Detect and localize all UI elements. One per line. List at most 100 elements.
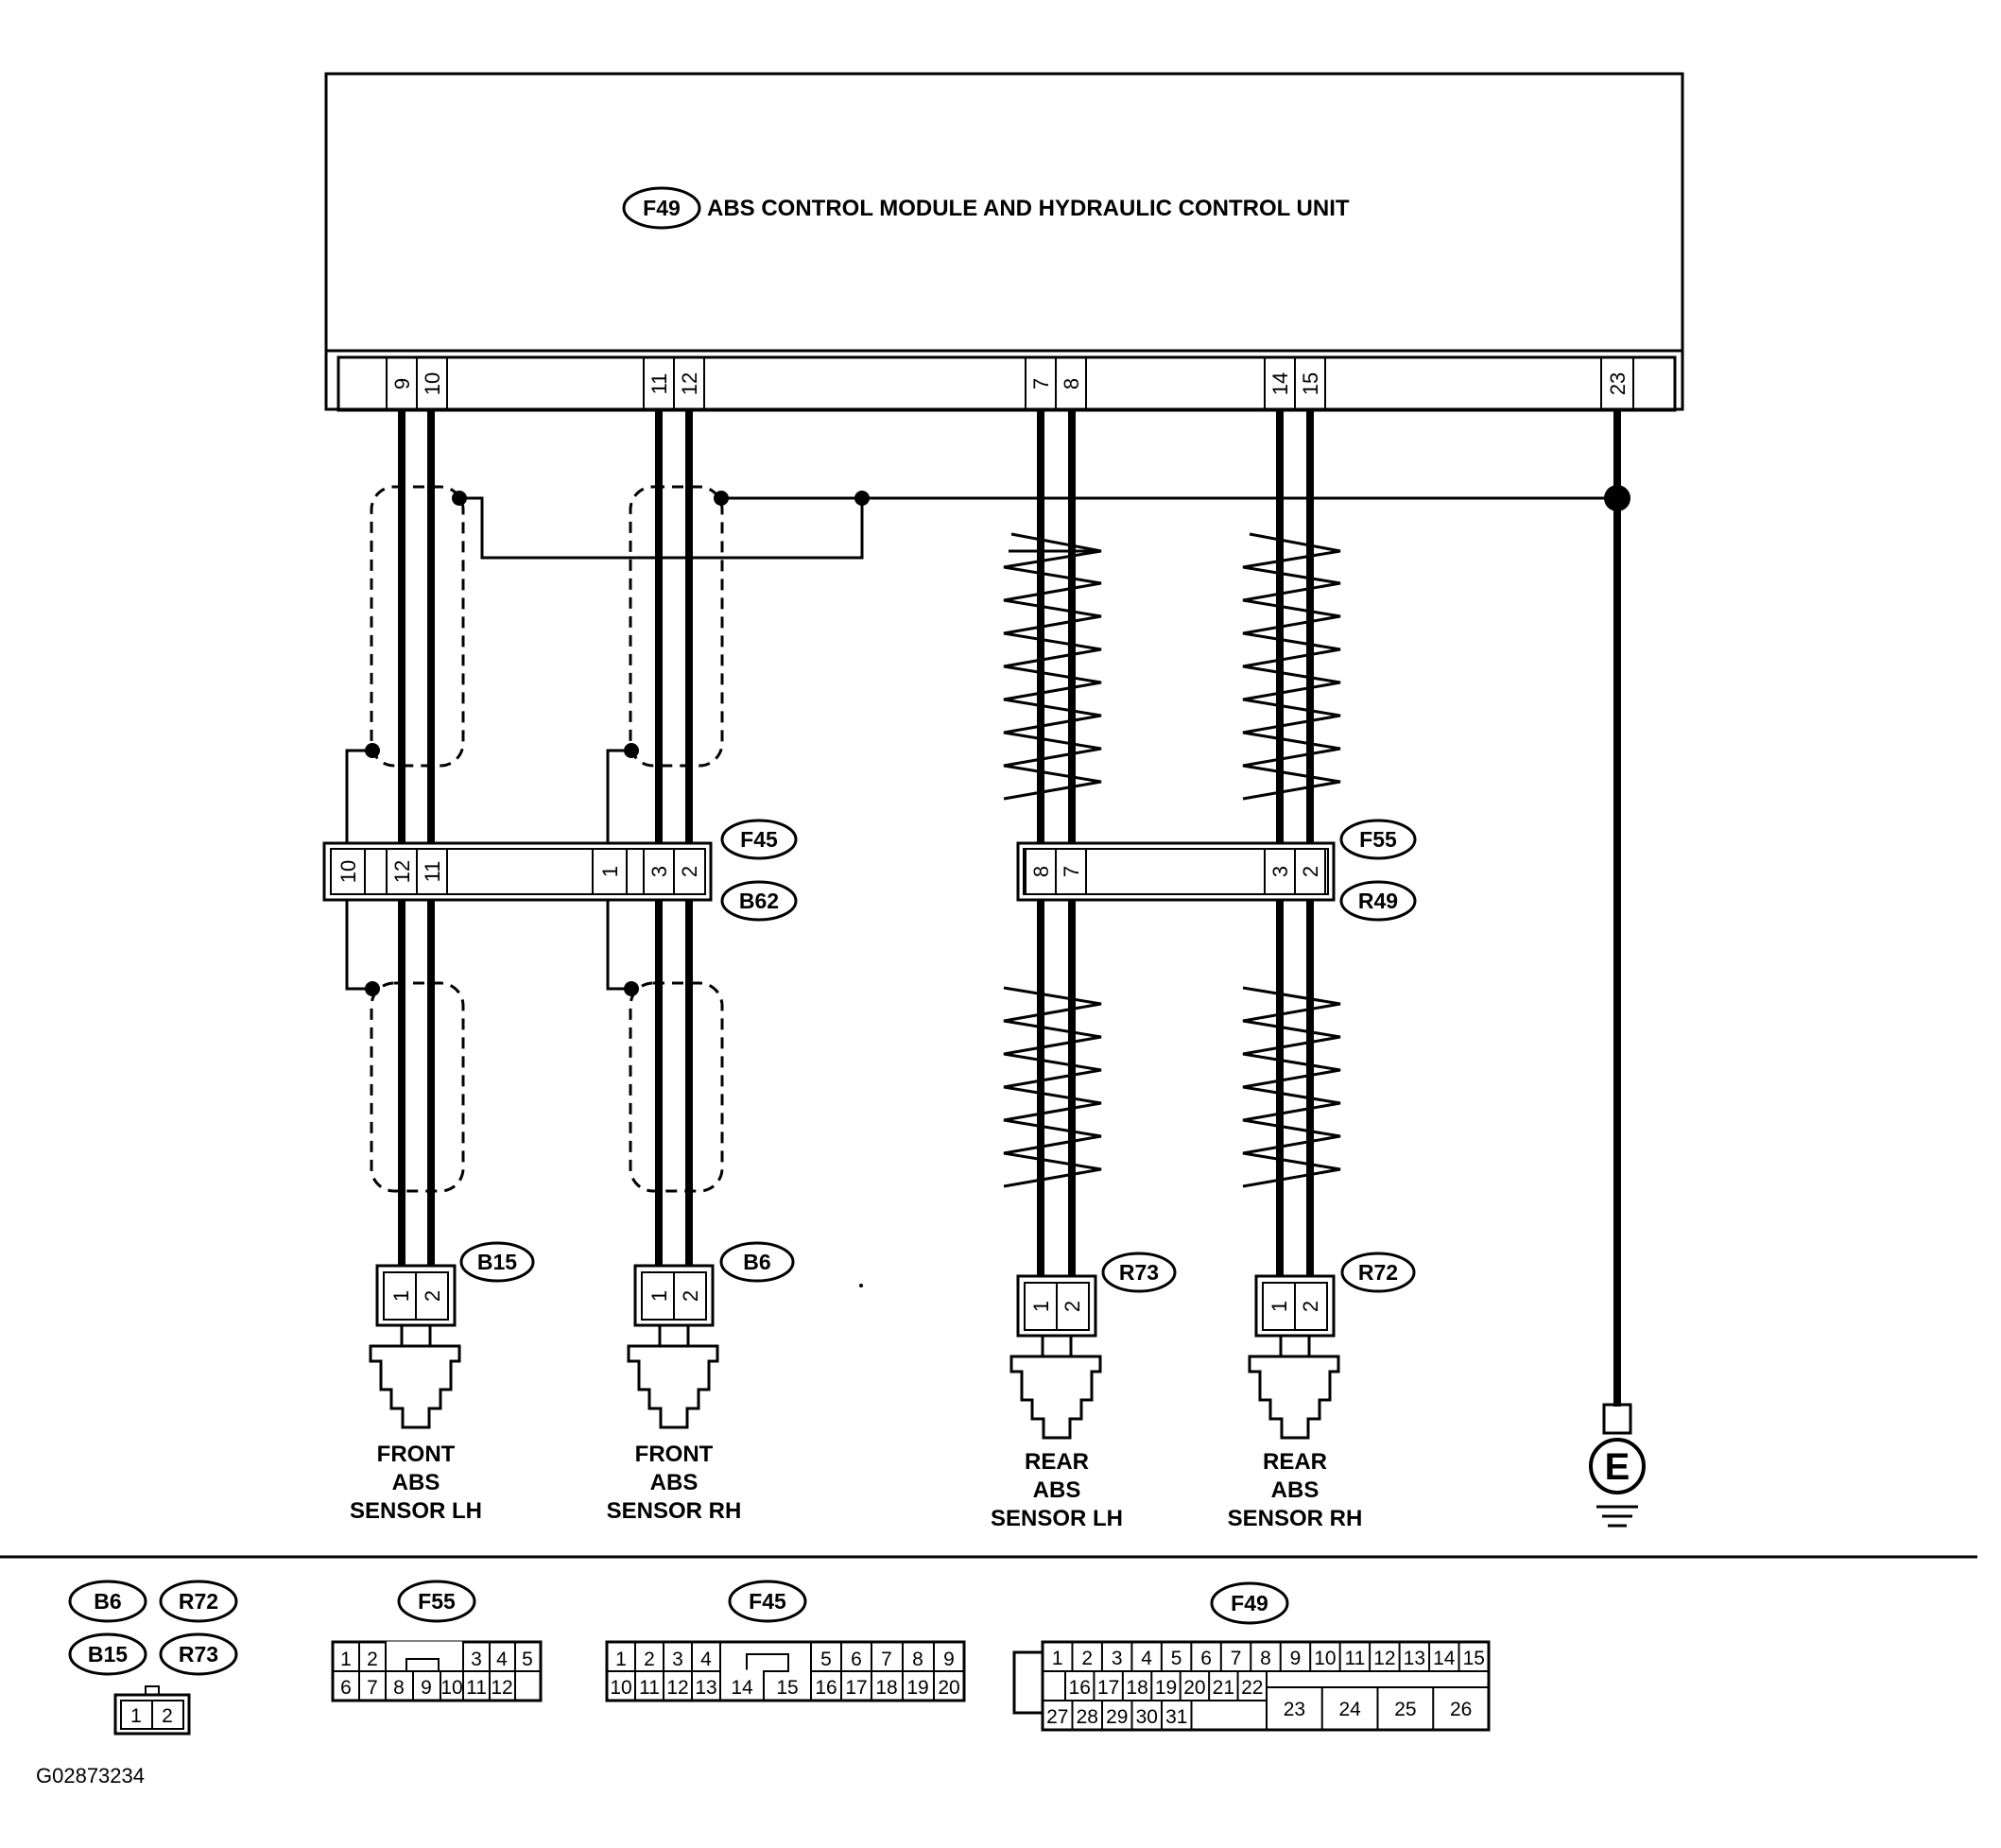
shield-front-lh-lower [370,981,465,1193]
sensor-label-line: SENSOR LH [350,1498,482,1524]
legend-pin: 5 [820,1649,832,1670]
legend-pin: 23 [1284,1699,1305,1720]
sensor-pin-label: 1 [389,1290,413,1302]
sensor-body-icon [627,1344,719,1429]
legend-pin: 2 [644,1649,655,1670]
module-pin-label: 12 [678,372,701,395]
legend-pin: 4 [496,1649,508,1670]
legend-code: B6 [94,1589,121,1614]
module-pin-label: 23 [1606,372,1630,395]
legend-pin: 18 [875,1677,897,1699]
legend-pin: 12 [666,1677,688,1699]
legend-pin: 14 [731,1677,753,1699]
legend-pin: 20 [938,1677,959,1699]
legend-pin: 4 [700,1649,712,1670]
legend-pin: 10 [610,1677,631,1699]
legend-pin: 1 [1052,1648,1063,1669]
sensor-pin-label: 1 [1268,1301,1291,1312]
sensor-label-line: REAR [1025,1449,1089,1475]
sensor-body-icon [1009,1355,1102,1440]
legend-pin: 18 [1126,1677,1147,1699]
shield-front-lh-upper [370,485,465,768]
connector-code-lower: R49 [1358,889,1398,913]
legend-pin: 3 [471,1649,482,1670]
legend-pin: 22 [1241,1677,1263,1699]
legend-pin: 28 [1077,1706,1098,1728]
legend-pin: 7 [367,1677,378,1699]
joint-pin-label: 1 [598,866,622,877]
legend-pin: 13 [695,1677,716,1699]
legend-pin: 3 [1112,1648,1123,1669]
module-pin-label: 8 [1060,378,1083,389]
legend-pin: 6 [340,1677,352,1699]
legend-pin: 7 [1231,1648,1242,1669]
module-pin-label: 11 [647,373,671,395]
legend-pin: 8 [393,1677,405,1699]
sensor-pin-label: 2 [1299,1301,1322,1312]
sensor-label-line: ABS [1271,1477,1320,1503]
legend-code: F55 [418,1589,456,1614]
abs-control-module: F49 ABS CONTROL MODULE AND HYDRAULIC CON… [324,72,1684,412]
legend-pin: 9 [1290,1648,1302,1669]
sensor-connector-code: R73 [1119,1260,1159,1285]
legend-code: R72 [179,1589,218,1614]
sensor-label-line: SENSOR RH [607,1498,742,1524]
module-pin-label: 10 [421,372,444,395]
sensor-body-icon [1248,1355,1340,1440]
sensor-rear-lh: 1 2 R73 REAR ABS SENSOR LH [991,1252,1177,1531]
legend-connector-f45: F45 1 2 3 4 5 6 7 8 9 10 11 12 13 [605,1580,966,1702]
module-pin-label: 9 [390,378,414,389]
joint-pin-label: 12 [390,860,414,883]
legend-pin: 24 [1338,1699,1361,1720]
sensor-front-lh: 1 2 B15 FRONT ABS SENSOR LH [350,1241,535,1524]
legend-pin: 11 [639,1677,660,1699]
module-title: ABS CONTROL MODULE AND HYDRAULIC CONTROL… [707,196,1350,221]
module-code-oval [622,186,701,230]
legend-pin: 17 [845,1677,867,1699]
legend-pin: 15 [776,1677,798,1699]
sensor-label-line: SENSOR RH [1228,1506,1363,1531]
legend-pin: 16 [1069,1677,1091,1699]
sensor-pin-label: 1 [1029,1301,1053,1312]
legend-pin: 3 [672,1649,683,1670]
sensor-rear-rh: 1 2 R72 REAR ABS SENSOR RH [1228,1252,1416,1531]
legend-pin: 25 [1394,1699,1416,1720]
sensor-pin-label: 1 [647,1290,671,1302]
sensor-label-line: REAR [1263,1449,1327,1475]
module-pin-label: 14 [1268,372,1292,395]
joint-connector-f45-b62: 10 12 11 1 3 2 F45 B62 [322,819,798,922]
legend-small-connectors: B6 R72 B15 R73 1 2 [68,1580,238,1736]
shield-front-rh-upper [629,485,724,768]
legend-pin: 19 [906,1677,928,1699]
module-pin-label: 15 [1299,372,1322,395]
legend-pin: 6 [1200,1648,1212,1669]
sensor-label-line: FRONT [635,1442,714,1467]
legend-code: F45 [749,1589,786,1614]
figure-id: G02873234 [36,1764,145,1788]
twist-rear-lh-upper [1003,532,1102,801]
module-outline [324,72,1684,411]
joint-pin-label: 7 [1060,866,1083,877]
shielded-cables [370,485,724,1193]
module-pin-label: 7 [1029,378,1053,389]
legend-pin: 20 [1183,1677,1205,1699]
sensor-connector-code: B15 [477,1250,517,1274]
splice-points [365,485,1630,996]
twist-rear-lh-lower [1003,986,1102,1188]
sensor-wires [398,410,1621,1407]
ground-icon [1589,1438,1646,1494]
sensor-label-line: FRONT [377,1442,456,1467]
legend-pin: 4 [1141,1648,1152,1669]
sensor-label-line: ABS [392,1470,440,1495]
shield-front-rh-lower [629,981,724,1193]
module-pins: 9 10 11 12 7 8 14 15 23 [386,356,1634,411]
ground-point: E [1589,1403,1646,1528]
legend-code: B15 [88,1642,128,1667]
legend-pin: 8 [1260,1648,1271,1669]
sensor-pin-label: 2 [679,1290,702,1302]
connector-code-upper: F45 [740,827,778,852]
legend-pin: 11 [1344,1648,1365,1669]
legend-pin: 2 [367,1649,378,1670]
legend-pin: 2 [1081,1648,1093,1669]
